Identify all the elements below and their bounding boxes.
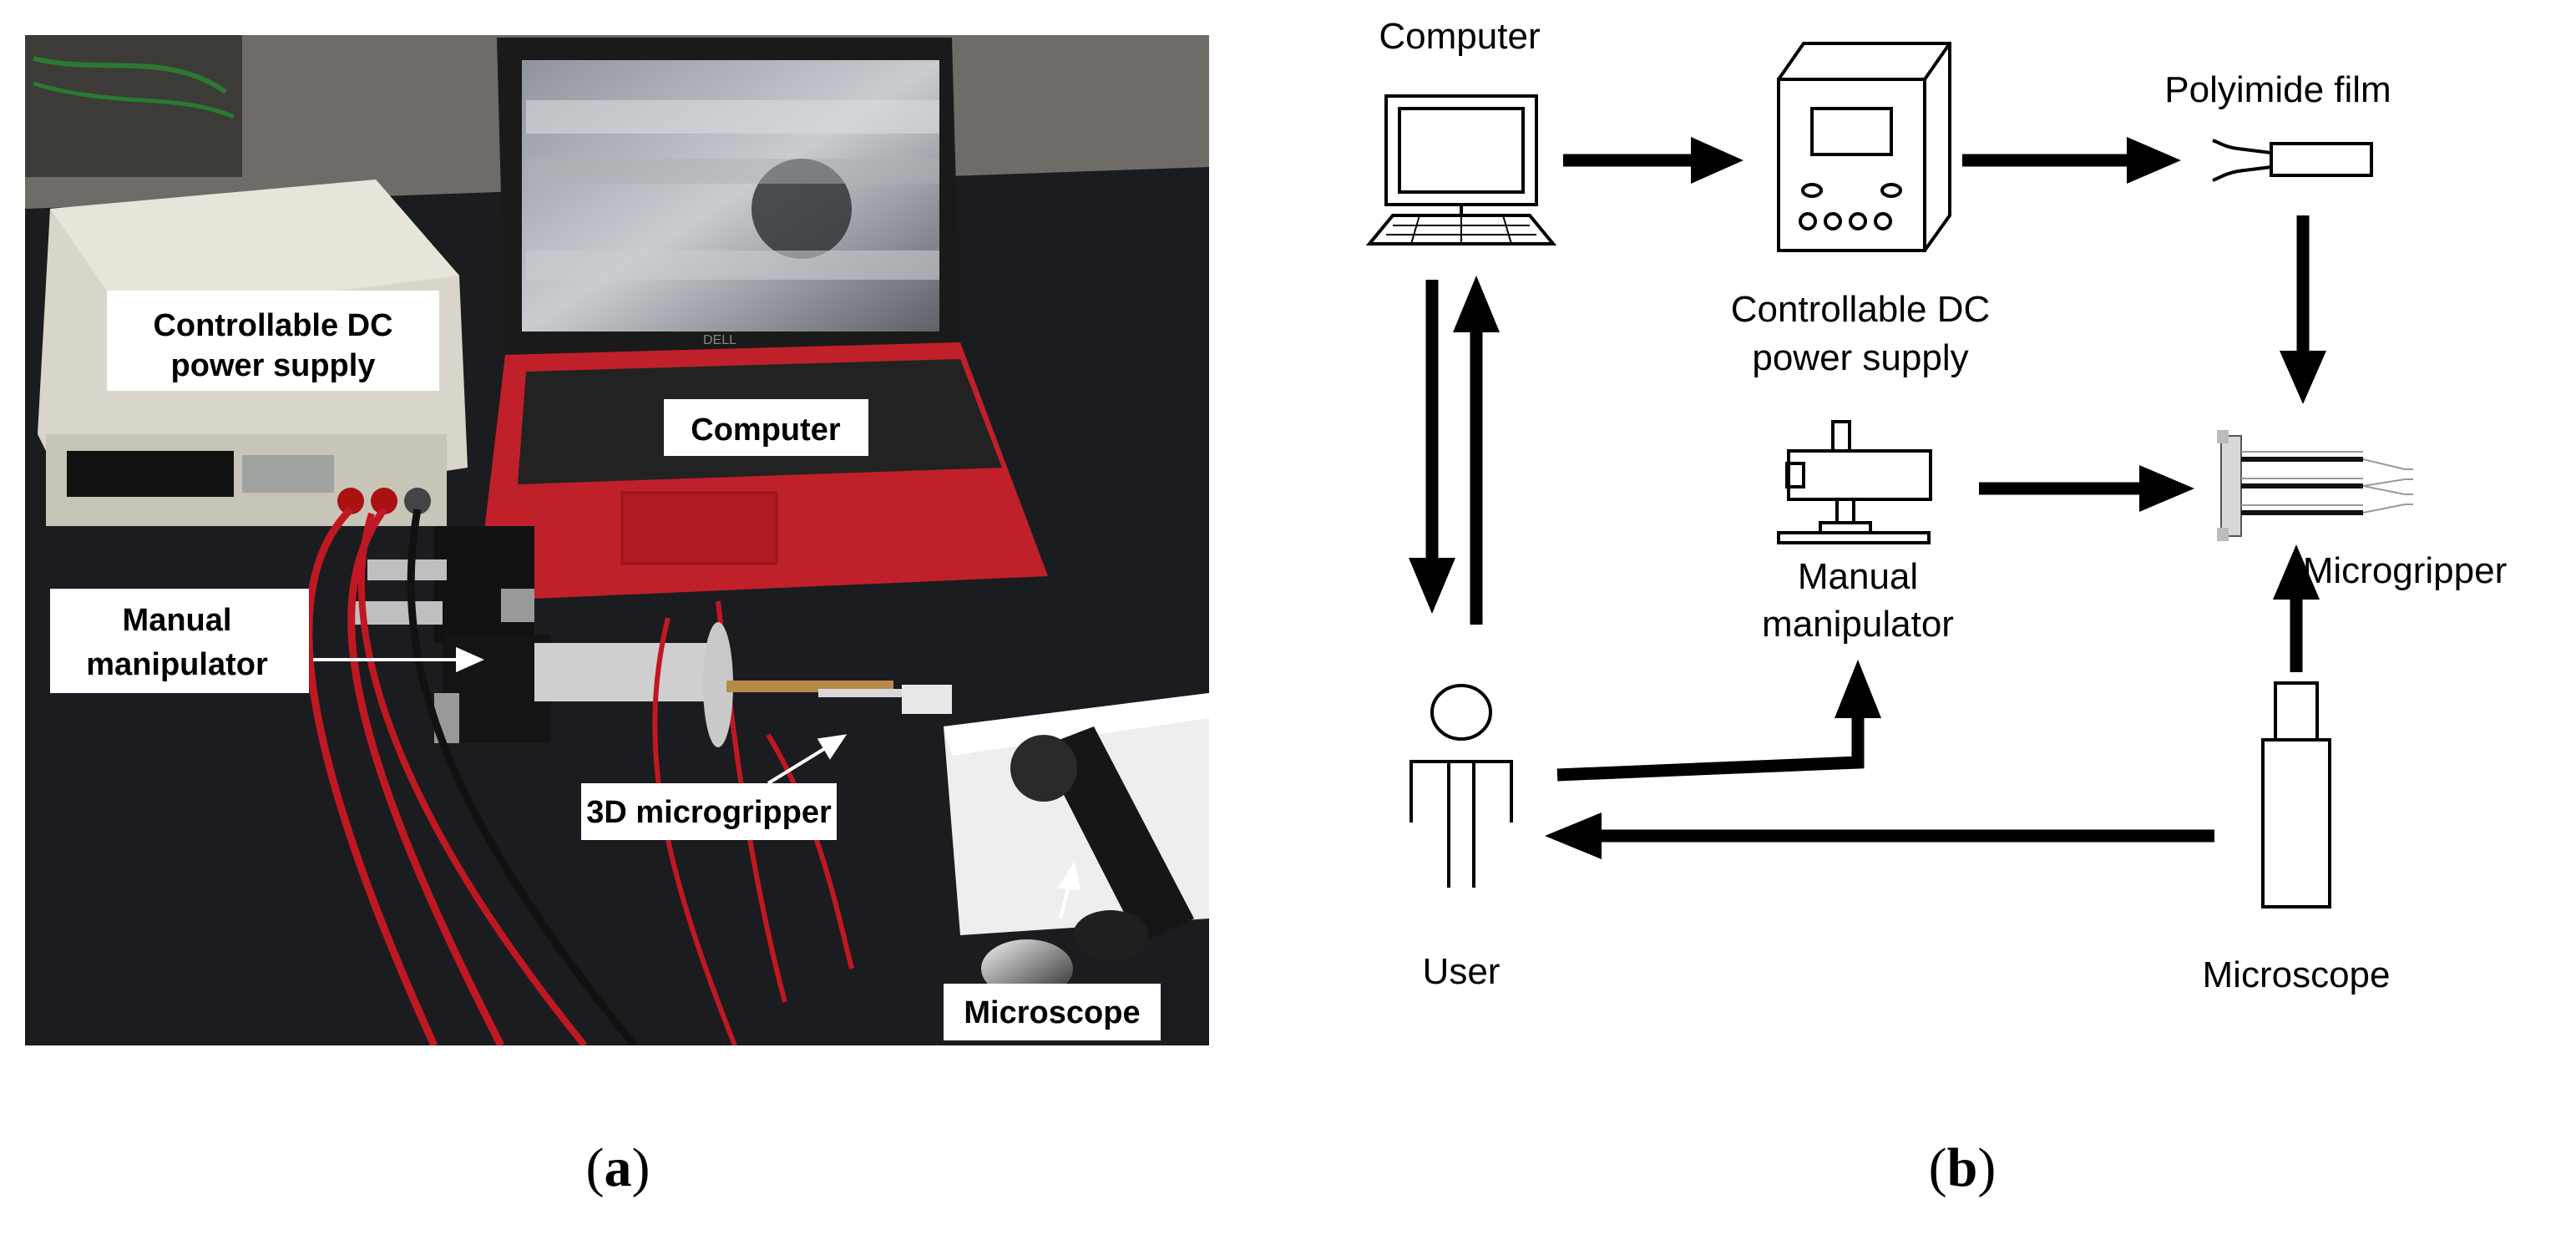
arrow-microscope-to-user (1545, 812, 2214, 859)
photo-label-microscope: Microscope (944, 984, 1161, 1040)
microgripper-icon (2217, 430, 2413, 541)
arrow-user-to-computer (1453, 276, 1500, 625)
label-polyimide-film: Polyimide film (2164, 69, 2391, 110)
label-power-supply-line2: power supply (1752, 337, 1968, 378)
label-text: power supply (171, 348, 376, 383)
gripper-assembly (703, 622, 952, 747)
manipulator-device (351, 526, 718, 743)
microscope-icon (2261, 681, 2331, 909)
label-text: 3D microgripper (586, 795, 832, 830)
user-icon (1409, 684, 1513, 888)
laptop-device: DELL (476, 38, 1048, 601)
microscope-device (981, 726, 1194, 998)
panel-a-photo: DELL (25, 35, 1209, 1045)
label-text: Controllable DC (153, 308, 392, 343)
photo-label-manipulator: Manual manipulator (50, 589, 309, 693)
caption-a: (a) (586, 1137, 650, 1198)
photo-pointer-arrows (313, 646, 1081, 919)
panel-b-diagram: Computer Controllable DC power supply Po… (1365, 16, 2508, 995)
polyimide-film-icon (2212, 139, 2373, 182)
arrow-manipulator-to-gripper (1979, 465, 2194, 512)
label-microgripper: Microgripper (2303, 550, 2508, 591)
label-text: Microscope (964, 995, 1140, 1030)
photo-label-power-supply: Controllable DC power supply (107, 291, 439, 391)
laptop-brand: DELL (703, 333, 736, 347)
diagram-arrows (1409, 137, 2326, 859)
shelf-shadow (25, 35, 242, 177)
label-microscope: Microscope (2203, 954, 2391, 995)
label-text: manipulator (86, 647, 268, 682)
caption-b: (b) (1929, 1137, 1997, 1198)
cables (305, 506, 854, 1045)
power-supply-icon (1777, 42, 1951, 252)
arrow-power-to-film (1962, 137, 2181, 184)
computer-icon (1365, 94, 1557, 245)
label-text: Manual (123, 603, 232, 638)
manipulator-icon (1777, 420, 1932, 544)
label-user: User (1423, 951, 1501, 992)
arrow-microscope-to-gripper (2273, 544, 2320, 672)
label-manipulator-line1: Manual (1798, 556, 1918, 597)
arrow-computer-to-user (1409, 280, 1455, 614)
photo-label-computer: Computer (664, 399, 868, 456)
arrow-computer-to-power (1563, 137, 1743, 184)
arrow-film-to-gripper (2280, 215, 2326, 404)
label-manipulator-line2: manipulator (1762, 604, 1954, 645)
green-wire (33, 81, 235, 119)
label-power-supply-line1: Controllable DC (1731, 289, 1991, 330)
label-text: Computer (691, 413, 841, 448)
photo-label-gripper: 3D microgripper (581, 783, 837, 840)
green-wire (33, 56, 227, 94)
label-computer: Computer (1379, 16, 1540, 57)
arrow-user-to-manipulator (1556, 660, 1881, 782)
